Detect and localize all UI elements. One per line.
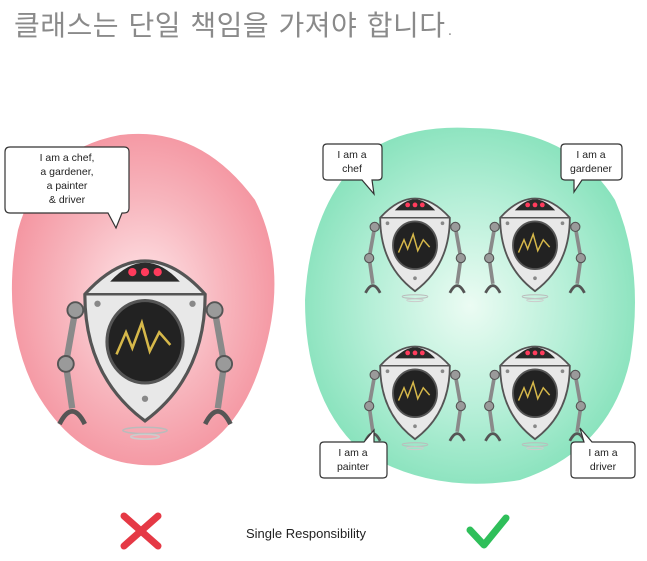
green-background-blob — [305, 127, 635, 484]
page-heading: 클래스는 단일 책임을 가져야 합니다. — [14, 9, 455, 42]
speech-bubble-multi: I am a chef, a gardener, a painter & dri… — [4, 146, 130, 230]
bubble-driver-line-2: driver — [590, 461, 617, 473]
cross-icon — [120, 512, 162, 550]
bubble-multi-line-3: a painter — [47, 180, 88, 192]
bubble-multi-line-4: & driver — [49, 194, 86, 206]
bubble-gardener-line-2: gardener — [570, 163, 613, 175]
check-icon — [466, 514, 510, 549]
bubble-painter-line-1: I am a — [338, 447, 367, 459]
bubble-driver-line-1: I am a — [588, 447, 617, 459]
speech-bubble-chef: I am a chef — [322, 143, 383, 196]
speech-bubble-driver: I am a driver — [570, 427, 636, 479]
bubble-painter-line-2: painter — [337, 461, 370, 473]
speech-bubble-gardener: I am a gardener — [560, 143, 623, 194]
bubble-multi-line-2: a gardener, — [40, 166, 93, 178]
bubble-chef-line-1: I am a — [337, 149, 366, 161]
bubble-gardener-line-1: I am a — [576, 149, 605, 161]
bubble-chef-line-2: chef — [342, 163, 362, 175]
caption-single-responsibility: Single Responsibility — [246, 526, 366, 541]
bubble-multi-line-1: I am a chef, — [40, 152, 95, 164]
speech-bubble-painter: I am a painter — [319, 428, 388, 479]
